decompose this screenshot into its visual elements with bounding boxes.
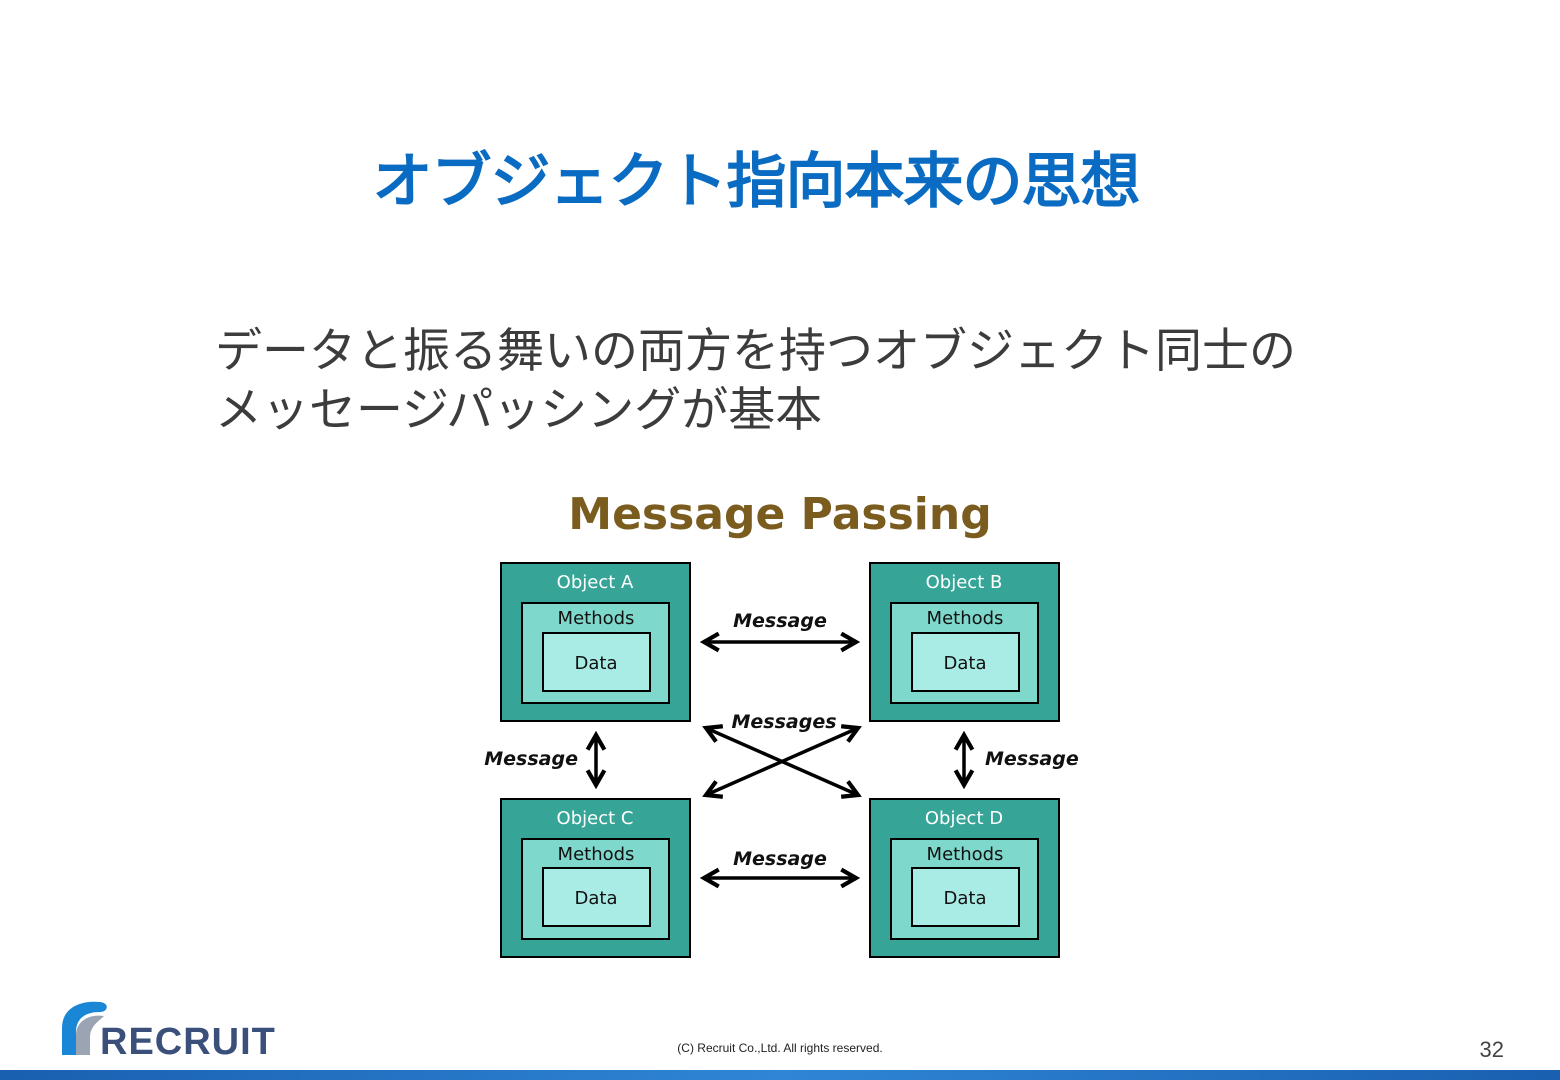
object-b-data: Data [944,653,987,674]
label-messages-cross: Messages [731,711,836,733]
object-a-box: Object A Methods Data [500,562,691,722]
label-message-ab: Message [733,610,827,632]
object-c-name: Object C [557,808,634,829]
object-b-methods: Methods [927,608,1004,629]
object-d-methods: Methods [927,844,1004,865]
object-c-data: Data [575,888,618,909]
diagram-title: Message Passing [568,489,992,540]
object-c-methods: Methods [558,844,635,865]
recruit-logo-text: RECRUIT [100,1021,276,1063]
object-b-name: Object B [926,572,1003,593]
recruit-logo-mark [62,1001,107,1055]
label-message-bd: Message [985,748,1079,770]
copyright-text: (C) Recruit Co.,Ltd. All rights reserved… [677,1041,883,1055]
object-d-data: Data [944,888,987,909]
object-c-box: Object C Methods Data [500,798,691,958]
slide-title-text: オブジェクト指向本来の思想 [372,147,1141,217]
page-number: 32 [1479,1037,1504,1062]
object-d-box: Object D Methods Data [869,798,1060,958]
body-line-1: データと振る舞いの両方を持つオブジェクト同士の [215,324,1296,379]
arrow-cross-2 [702,724,862,799]
bottom-accent-bar [0,1070,1560,1080]
label-message-ac: Message [484,748,578,770]
body-text: データと振る舞いの両方を持つオブジェクト同士の メッセージパッシングが基本 [215,322,1415,440]
object-d-name: Object D [925,808,1003,829]
object-b-box: Object B Methods Data [869,562,1060,722]
label-message-cd: Message [733,848,827,870]
object-a-methods: Methods [558,608,635,629]
slide-title: オブジェクト指向本来の思想 [0,142,1560,222]
object-a-name: Object A [557,572,634,593]
object-a-data: Data [575,653,618,674]
body-line-2: メッセージパッシングが基本 [215,383,823,438]
